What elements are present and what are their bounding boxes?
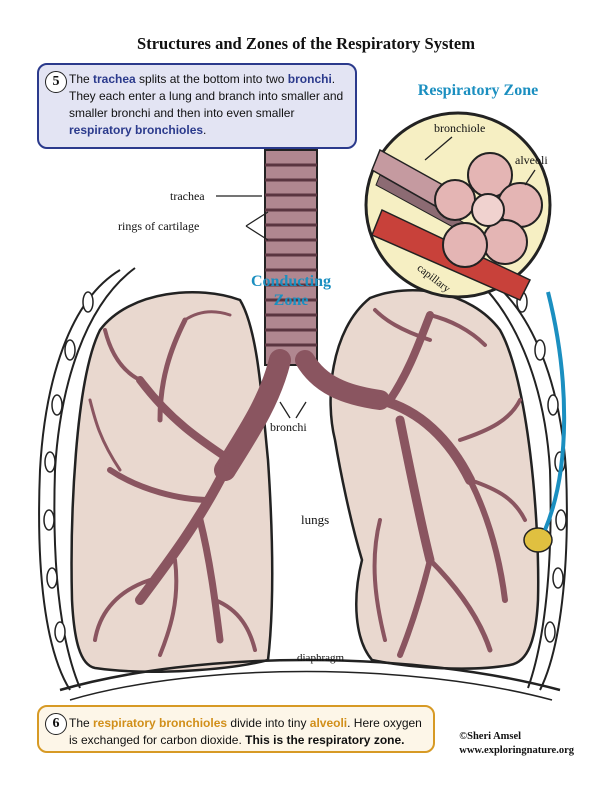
leader-lines <box>216 136 536 419</box>
right-bronchial-tree <box>372 308 527 658</box>
term-respiratory-bronchioles: respiratory bronchioles <box>93 716 228 730</box>
callout-respiratory-zone: 6 The respiratory bronchioles divide int… <box>37 705 435 753</box>
callout-trachea-bronchi: 5 The trachea splits at the bottom into … <box>37 63 357 149</box>
credit-website: www.exploringnature.org <box>459 745 574 756</box>
label-rings-of-cartilage: rings of cartilage <box>118 219 200 233</box>
step-number: 5 <box>45 71 67 93</box>
alveoli-cluster <box>434 152 543 268</box>
rib-ovals-right <box>516 291 567 643</box>
label-trachea: trachea <box>170 189 205 203</box>
label-conducting-zone: Conducting Zone <box>250 273 332 309</box>
label-bronchi: bronchi <box>268 420 309 435</box>
step-number: 6 <box>45 713 67 735</box>
term-bronchi: bronchi <box>287 72 332 86</box>
label-alveoli: alveoli <box>515 153 548 167</box>
rib-ovals-left <box>43 291 94 643</box>
bronchi <box>214 349 390 481</box>
label-diaphragm: diaphragm <box>297 652 345 664</box>
credit: ©Sheri Amsel www.exploringnature.org <box>459 730 574 758</box>
alveoli-highlight <box>523 527 553 553</box>
left-lung <box>70 291 274 673</box>
term-respiratory-bronchioles: respiratory bronchioles <box>69 123 204 137</box>
zoom-connector <box>543 291 567 531</box>
credit-author: ©Sheri Amsel <box>459 731 522 742</box>
term-alveoli: alveoli <box>309 716 348 730</box>
page-title: Structures and Zones of the Respiratory … <box>137 34 475 53</box>
label-respiratory-zone: Respiratory Zone <box>417 82 539 99</box>
diaphragm <box>59 658 561 692</box>
label-lungs: lungs <box>301 512 330 527</box>
rib-cage <box>38 267 568 691</box>
label-bronchiole: bronchiole <box>434 121 486 135</box>
term-trachea: trachea <box>93 72 136 86</box>
left-bronchial-tree <box>88 310 257 657</box>
magnified-circle <box>364 111 552 301</box>
right-lung <box>329 289 540 670</box>
trachea <box>264 149 318 366</box>
